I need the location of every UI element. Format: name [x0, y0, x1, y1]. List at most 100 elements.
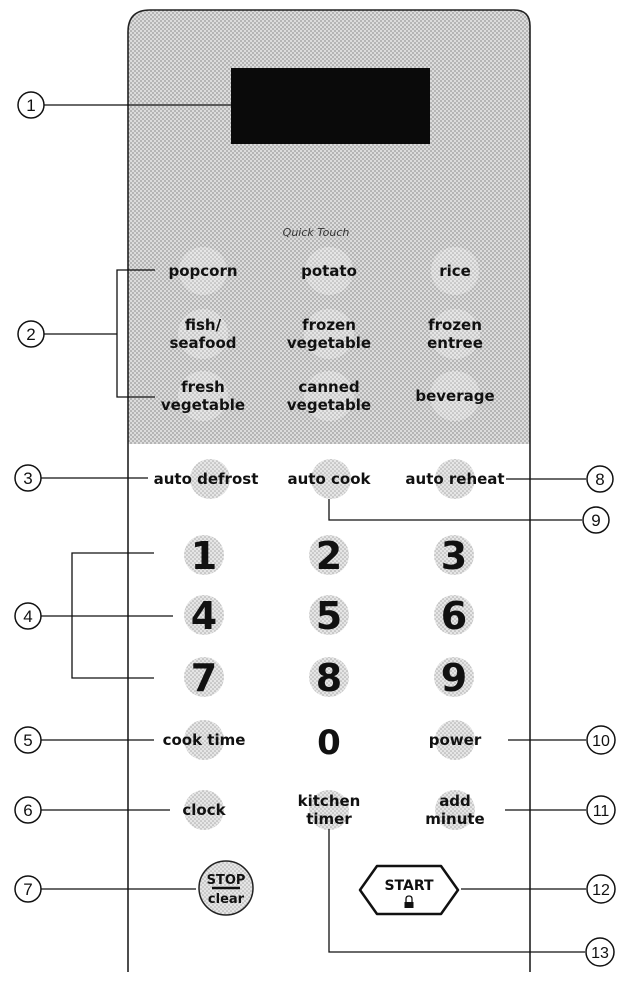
number-1-label: 1 — [191, 534, 217, 578]
callout-2-number: 2 — [26, 325, 35, 344]
auto-cook-button[interactable]: auto cook — [288, 459, 372, 499]
callout-lines — [41, 104, 586, 953]
number-4-button[interactable]: 4 — [184, 594, 224, 638]
number-8-button[interactable]: 8 — [309, 656, 349, 700]
frozen-entree-button[interactable]: frozen entree — [427, 309, 483, 359]
add-minute-label-line1: add — [439, 792, 471, 810]
number-9-label: 9 — [441, 656, 467, 700]
fish-seafood-label-line2: seafood — [169, 334, 236, 352]
auto-cook-label: auto cook — [288, 470, 372, 488]
callout-6-number: 6 — [23, 801, 32, 820]
callout-9: 9 — [582, 506, 610, 534]
popcorn-button-label: popcorn — [168, 262, 237, 280]
frozen-entree-label-line2: entree — [427, 334, 483, 352]
display-window — [231, 68, 430, 144]
callout-3: 3 — [14, 464, 42, 492]
kitchen-timer-button[interactable]: kitchen timer — [298, 790, 361, 830]
lock-icon — [404, 895, 414, 908]
rice-button[interactable]: rice — [431, 247, 479, 295]
add-minute-button[interactable]: add minute — [425, 790, 485, 830]
callout-5-number: 5 — [23, 731, 32, 750]
quick-touch-label: Quick Touch — [283, 226, 350, 239]
callout-1: 1 — [17, 91, 45, 119]
start-label: START — [384, 878, 434, 894]
callout-8: 8 — [586, 465, 614, 493]
cook-time-button[interactable]: cook time — [163, 720, 246, 760]
number-pad: 1 2 3 4 5 6 7 8 — [184, 534, 474, 763]
panel-light-area — [128, 444, 530, 972]
frozen-vegetable-button[interactable]: frozen vegetable — [287, 309, 371, 359]
canned-vegetable-button[interactable]: canned vegetable — [287, 371, 371, 421]
callout-10-number: 10 — [592, 733, 610, 750]
number-8-label: 8 — [316, 656, 342, 700]
auto-buttons: auto defrost auto cook auto reheat — [154, 459, 505, 499]
add-minute-label-line2: minute — [425, 810, 484, 828]
potato-button-label: potato — [301, 262, 357, 280]
number-2-label: 2 — [316, 534, 342, 578]
callout-line-13 — [328, 829, 585, 953]
number-9-button[interactable]: 9 — [434, 656, 474, 700]
callout-12-number: 12 — [592, 882, 610, 899]
number-6-button[interactable]: 6 — [434, 594, 474, 638]
frozen-vegetable-label-line1: frozen — [302, 316, 356, 334]
callout-4-number: 4 — [23, 607, 32, 626]
callout-1-number: 1 — [26, 96, 35, 115]
auto-reheat-button[interactable]: auto reheat — [405, 459, 505, 499]
number-6-label: 6 — [441, 594, 467, 638]
number-7-label: 7 — [191, 656, 217, 700]
number-5-label: 5 — [316, 594, 342, 638]
callout-8-number: 8 — [595, 470, 604, 489]
rice-button-label: rice — [439, 262, 471, 280]
callout-line-9 — [328, 499, 582, 521]
fresh-vegetable-button[interactable]: fresh vegetable — [161, 371, 245, 421]
number-3-button[interactable]: 3 — [434, 534, 474, 578]
canned-vegetable-label-line2: vegetable — [287, 396, 371, 414]
number-3-label: 3 — [441, 534, 467, 578]
callout-13: 13 — [585, 937, 615, 967]
popcorn-button[interactable]: popcorn — [168, 247, 238, 295]
frozen-entree-label-line1: frozen — [428, 316, 482, 334]
potato-button[interactable]: potato — [301, 247, 357, 295]
power-button[interactable]: power — [429, 720, 482, 760]
number-7-button[interactable]: 7 — [184, 656, 224, 700]
callout-7: 7 — [14, 875, 42, 903]
callout-13-number: 13 — [591, 945, 609, 962]
auto-defrost-button[interactable]: auto defrost — [154, 459, 259, 499]
fresh-vegetable-label-line2: vegetable — [161, 396, 245, 414]
callout-markers: 1 2 3 4 5 6 7 8 — [14, 91, 616, 967]
number-0-button[interactable]: 0 — [317, 723, 341, 763]
callout-7-number: 7 — [23, 880, 32, 899]
callout-11-number: 11 — [593, 803, 610, 820]
callout-12: 12 — [586, 874, 616, 904]
callout-9-number: 9 — [591, 511, 600, 530]
clock-button[interactable]: clock — [182, 790, 227, 830]
number-1-button[interactable]: 1 — [184, 534, 224, 578]
beverage-button-label: beverage — [415, 387, 494, 405]
auto-defrost-label: auto defrost — [154, 470, 259, 488]
stop-clear-button[interactable]: STOP clear — [198, 860, 254, 916]
kitchen-timer-label-line1: kitchen — [298, 792, 361, 810]
number-5-button[interactable]: 5 — [309, 594, 349, 638]
auto-reheat-label: auto reheat — [405, 470, 504, 488]
callout-4: 4 — [14, 602, 42, 630]
power-label: power — [429, 731, 482, 749]
quick-touch-buttons: popcorn potato rice fish/ seafood frozen… — [161, 247, 495, 421]
fish-seafood-label-line1: fish/ — [185, 316, 222, 334]
panel-outline — [127, 9, 531, 972]
number-4-label: 4 — [191, 594, 217, 638]
fish-seafood-button[interactable]: fish/ seafood — [169, 309, 237, 359]
fresh-vegetable-label-line1: fresh — [181, 378, 225, 396]
callout-2: 2 — [17, 320, 45, 348]
cook-time-label: cook time — [163, 731, 246, 749]
kitchen-timer-label-line2: timer — [306, 810, 352, 828]
number-2-button[interactable]: 2 — [309, 534, 349, 578]
callout-10: 10 — [586, 725, 616, 755]
beverage-button[interactable]: beverage — [415, 371, 495, 421]
stop-label: STOP — [207, 873, 246, 888]
callout-6: 6 — [14, 796, 42, 824]
start-button[interactable]: START — [358, 864, 460, 916]
clear-label: clear — [208, 892, 245, 907]
callout-3-number: 3 — [23, 469, 32, 488]
number-0-label: 0 — [317, 723, 341, 763]
